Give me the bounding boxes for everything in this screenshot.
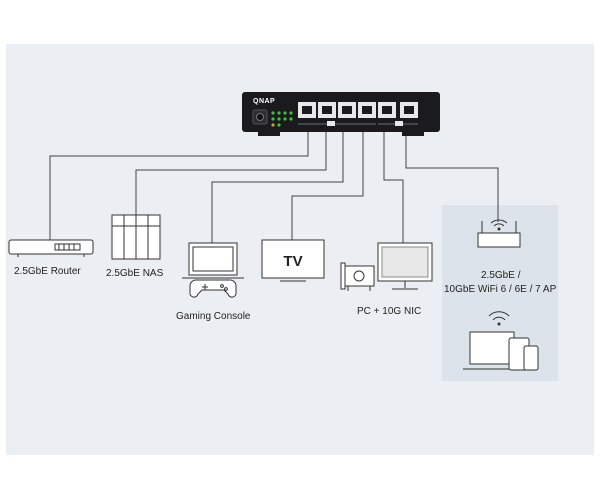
line-pc: [383, 122, 404, 243]
tv-screen-text: TV: [283, 253, 302, 270]
pc-label: PC + 10G NIC: [357, 306, 422, 317]
wireless-clients: [463, 311, 539, 371]
console-icon: [182, 242, 244, 298]
tv-icon: TV: [261, 239, 325, 282]
line-nas: [135, 122, 327, 215]
power-jack-hole: [256, 113, 264, 121]
line-tv: [291, 122, 364, 240]
wifi-label-line2: 10GbE WiFi 6 / 6E / 7 AP: [444, 284, 557, 295]
switch-foot-left: [258, 132, 280, 136]
nas-icon: [111, 214, 161, 260]
wifi-signal-icon: [488, 311, 510, 317]
connection-lines: [49, 122, 499, 243]
wifi-label-line1: 2.5GbE /: [481, 270, 521, 281]
router-icon: [8, 239, 94, 257]
line-router: [49, 122, 309, 240]
network-switch: QNAP: [242, 92, 440, 136]
switch-foot-right: [402, 132, 424, 136]
wifi-ap-icon: [477, 219, 521, 248]
line-console: [211, 122, 344, 243]
pc-icon: [340, 242, 433, 291]
phone-icon: [523, 345, 539, 371]
router-label: 2.5GbE Router: [14, 266, 81, 277]
line-wifi: [405, 122, 499, 222]
console-label: Gaming Console: [176, 311, 251, 322]
switch-brand: QNAP: [253, 98, 275, 105]
laptop-icon: [469, 331, 515, 365]
switch-ports: [298, 102, 418, 126]
status-leds: [271, 111, 293, 127]
nas-label: 2.5GbE NAS: [106, 268, 164, 279]
